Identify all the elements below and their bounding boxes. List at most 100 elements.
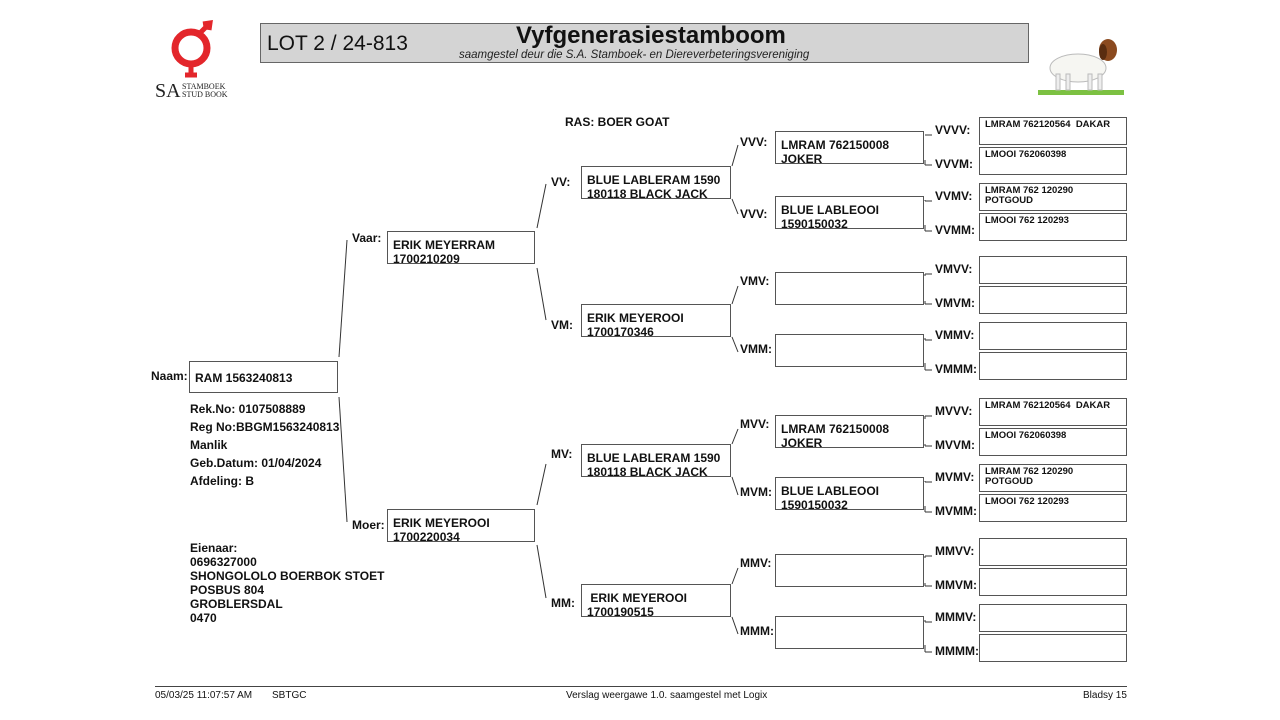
gen2-label: Vaar: — [352, 231, 382, 245]
gen5-ancestor-box: LMRAM 762120564 DAKAR — [979, 117, 1127, 145]
gen5-label: VMMM: — [935, 362, 977, 376]
connector-line — [536, 544, 547, 599]
ancestor-line: BLUE LABLERAM 1590 — [587, 173, 721, 187]
ancestor-line: POTGOUD — [985, 195, 1034, 206]
owner-postcode: 0470 — [190, 611, 217, 625]
report-subtitle: saamgestel deur die S.A. Stamboek- en Di… — [459, 49, 810, 61]
connector-line — [338, 396, 348, 523]
breed: RAS: BOER GOAT — [565, 115, 670, 129]
gen5-label: MMMV: — [935, 610, 977, 624]
footer-page: Bladsy 15 — [1083, 690, 1127, 701]
connector-line — [731, 567, 739, 585]
logo-line2: STUD BOOK — [182, 90, 228, 99]
name-label: Naam: — [151, 369, 188, 383]
sa-studbook-logo: SA STAMBOEK STUD BOOK — [155, 20, 235, 102]
gen5-ancestor-box — [979, 322, 1127, 350]
gen4-label: VVV: — [740, 207, 768, 221]
gen5-label: MMVM: — [935, 578, 977, 592]
sex: Manlik — [190, 438, 228, 452]
ancestor-line: LMRAM 762150008 — [781, 138, 890, 152]
gen5-label: MVVV: — [935, 404, 973, 418]
gen5-ancestor-box — [979, 256, 1127, 284]
ancestor-line: 1590150032 — [781, 217, 848, 231]
ancestor-line: BLUE LABLERAM 1590 — [587, 451, 721, 465]
section: Afdeling: B — [190, 474, 254, 488]
owner-address-2: GROBLERSDAL — [190, 597, 283, 611]
gen5-label: VMMV: — [935, 328, 975, 342]
gen3-label: VV: — [551, 175, 571, 189]
report-title: Vyfgenerasiestamboom — [516, 22, 786, 49]
ancestor-line: LMRAM 762120564 DAKAR — [985, 400, 1111, 411]
gen5-ancestor-box — [979, 634, 1127, 662]
birth-date: Geb.Datum: 01/04/2024 — [190, 456, 322, 470]
ancestor-line: ERIK MEYEROOI — [587, 311, 684, 325]
gen5-label: MVMM: — [935, 504, 977, 518]
owner-name: SHONGOLOLO BOERBOK STOET — [190, 569, 385, 583]
gen5-label: MMVV: — [935, 544, 975, 558]
gen4-label: VVV: — [740, 135, 768, 149]
lot-number: LOT 2 / 24-813 — [267, 32, 408, 55]
ancestor-line: 1700220034 — [393, 530, 460, 544]
gen4-label: MMM: — [740, 624, 774, 638]
gen5-ancestor-box: LMOOI 762 120293 — [979, 494, 1127, 522]
gen5-ancestor-box — [979, 538, 1127, 566]
gen5-label: VVMV: — [935, 189, 973, 203]
ancestor-line: ERIK MEYERRAM — [393, 238, 496, 252]
ancestor-line: LMOOI 762 120293 — [985, 496, 1069, 507]
ancestor-line: 1700190515 — [587, 605, 654, 619]
ancestor-line: 1700210209 — [393, 252, 460, 266]
connector-line — [731, 336, 739, 353]
ancestor-line: JOKER — [781, 436, 823, 450]
ancestor-line: LMOOI 762060398 — [985, 149, 1067, 160]
ancestor-line: BLUE LABLEOOI — [781, 484, 879, 498]
gen5-ancestor-box: LMOOI 762 120293 — [979, 213, 1127, 241]
owner-address-1: POSBUS 804 — [190, 583, 265, 597]
gen4-label: MVV: — [740, 417, 770, 431]
logo-sa: SA — [155, 80, 181, 102]
gen4-label: VMM: — [740, 342, 772, 356]
gen3-label: VM: — [551, 318, 573, 332]
footer-datetime: 05/03/25 11:07:57 AM — [155, 690, 253, 701]
gen5-ancestor-box — [979, 604, 1127, 632]
gen4-ancestor-box — [775, 334, 924, 367]
owner-label: Eienaar: — [190, 541, 238, 555]
gen2-label: Moer: — [352, 518, 385, 532]
footer-code: SBTGC — [272, 690, 307, 701]
owner-number: 0696327000 — [190, 555, 257, 569]
ancestor-line: LMOOI 762 120293 — [985, 215, 1069, 226]
gen3-label: MV: — [551, 447, 573, 461]
gen5-ancestor-box: LMRAM 762120564 DAKAR — [979, 398, 1127, 426]
gen4-label: MVM: — [740, 485, 772, 499]
gen4-label: MMV: — [740, 556, 772, 570]
gen5-label: VMVV: — [935, 262, 973, 276]
ancestor-line: LMRAM 762 120290 — [985, 185, 1074, 196]
gen4-ancestor-box — [775, 616, 924, 649]
connector-line — [731, 476, 739, 496]
ancestor-line: LMRAM 762150008 — [781, 422, 890, 436]
connector-line — [731, 616, 739, 635]
gen4-ancestor-box — [775, 272, 924, 305]
ancestor-line: ERIK MEYEROOI — [393, 516, 490, 530]
logo-line1: STAMBOEK — [182, 82, 226, 91]
ancestor-line: POTGOUD — [985, 476, 1034, 487]
gen5-label: VVMM: — [935, 223, 975, 237]
reg-no: Reg No:BBGM1563240813 — [190, 420, 340, 434]
gen5-ancestor-box: LMOOI 762060398 — [979, 147, 1127, 175]
ancestor-line: ERIK MEYEROOI — [587, 591, 688, 605]
ancestor-line: 180118 BLACK JACK — [587, 465, 708, 479]
gen5-label: VVVM: — [935, 157, 974, 171]
rek-no: Rek.No: 0107508889 — [190, 402, 306, 416]
connector-line — [731, 285, 739, 305]
gen5-ancestor-box — [979, 286, 1127, 314]
gen4-ancestor-box — [775, 554, 924, 587]
gen5-ancestor-box — [979, 352, 1127, 380]
